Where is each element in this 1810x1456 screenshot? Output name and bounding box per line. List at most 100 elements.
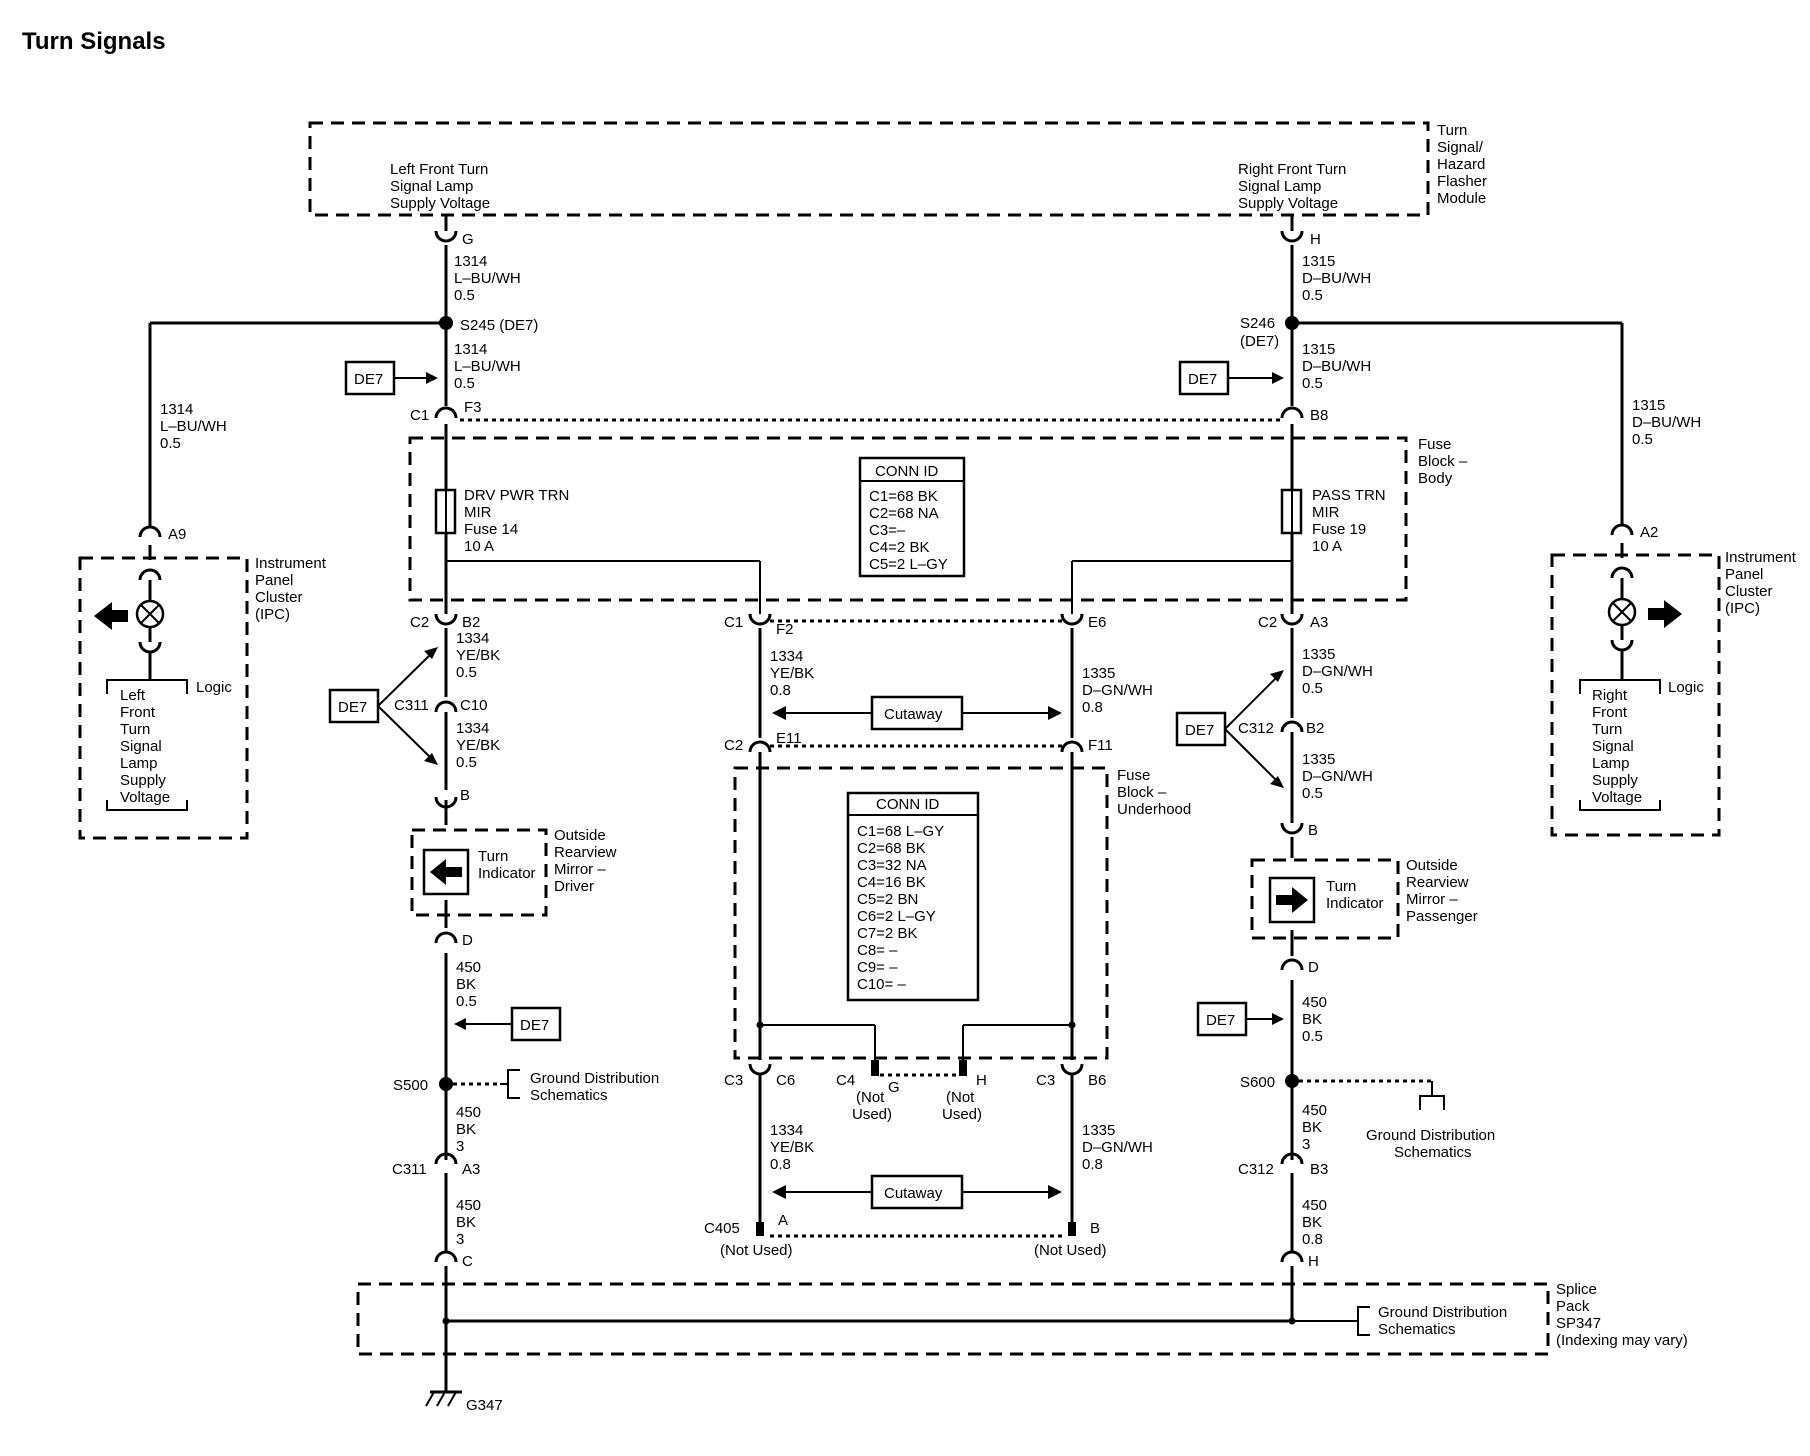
svg-text:Ground Distribution: Ground Distribution [530, 1070, 659, 1087]
svg-text:(DE7): (DE7) [1240, 333, 1279, 350]
svg-text:A3: A3 [1310, 614, 1328, 631]
splice-pack-box [356, 1282, 1550, 1356]
svg-text:1335: 1335 [1302, 751, 1335, 768]
junction-dot [1068, 1021, 1076, 1029]
svg-text:DE7: DE7 [354, 371, 383, 388]
svg-text:C5=2 L–GY: C5=2 L–GY [869, 556, 948, 573]
svg-text:1314: 1314 [454, 341, 487, 358]
wire-label-1335-d: 1335 D–GN/WH 0.8 [1082, 1122, 1153, 1173]
svg-text:D–GN/WH: D–GN/WH [1082, 682, 1153, 699]
svg-text:Right: Right [1592, 687, 1628, 704]
svg-text:DE7: DE7 [520, 1017, 549, 1034]
svg-text:0.5: 0.5 [160, 435, 181, 452]
svg-text:C3: C3 [1036, 1072, 1055, 1089]
svg-text:L–BU/WH: L–BU/WH [160, 418, 227, 435]
wire-label-1315-ipc: 1315 D–BU/WH 0.5 [1632, 397, 1701, 448]
svg-text:C: C [462, 1253, 473, 1270]
svg-text:C1=68 BK: C1=68 BK [869, 488, 938, 505]
wire-label-1335-a: 1335 D–GN/WH 0.5 [1302, 646, 1373, 697]
svg-text:F2: F2 [776, 621, 794, 638]
svg-text:0.8: 0.8 [770, 682, 791, 699]
svg-text:0.5: 0.5 [454, 375, 475, 392]
mirror-passenger-indicator-label: Turn Indicator [1326, 878, 1384, 912]
svg-text:Driver: Driver [554, 878, 594, 895]
svg-text:C2: C2 [410, 614, 429, 631]
svg-text:SP347: SP347 [1556, 1315, 1601, 1332]
fuse-block-underhood-label: Fuse Block – Underhood [1117, 767, 1191, 818]
svg-text:Schematics: Schematics [1378, 1321, 1456, 1338]
wire-label-1335-c: 1335 D–GN/WH 0.8 [1082, 665, 1153, 716]
wire-label-1315-b: 1315 D–BU/WH 0.5 [1302, 341, 1371, 392]
svg-text:H: H [976, 1072, 987, 1089]
wire-label-1315-a: 1315 D–BU/WH 0.5 [1302, 253, 1371, 304]
svg-text:1314: 1314 [160, 401, 193, 418]
svg-text:D–GN/WH: D–GN/WH [1082, 1139, 1153, 1156]
svg-text:450: 450 [1302, 994, 1327, 1011]
svg-text:Passenger: Passenger [1406, 908, 1478, 925]
svg-text:Mirror –: Mirror – [554, 861, 606, 878]
svg-text:C4=2 BK: C4=2 BK [869, 539, 929, 556]
svg-text:0.8: 0.8 [1082, 1156, 1103, 1173]
left-ipc-label: Instrument Panel Cluster (IPC) [255, 555, 327, 623]
svg-text:Voltage: Voltage [120, 789, 170, 806]
svg-text:1335: 1335 [1082, 665, 1115, 682]
conn-id-underhood-table: CONN ID C1=68 L–GY C2=68 BK C3=32 NA C4=… [846, 791, 980, 1002]
svg-text:A2: A2 [1640, 524, 1658, 541]
svg-text:1315: 1315 [1632, 397, 1665, 414]
svg-text:Block –: Block – [1117, 784, 1167, 801]
svg-text:450: 450 [456, 1104, 481, 1121]
wire-label-1334-d: 1334 YE/BK 0.8 [770, 1122, 814, 1173]
fuse19-to-e6-wire [1071, 560, 1292, 614]
svg-text:Turn: Turn [120, 721, 150, 738]
svg-text:C10: C10 [460, 697, 488, 714]
svg-text:E6: E6 [1088, 614, 1106, 631]
wire-label-1314-b: 1314 L–BU/WH 0.5 [454, 341, 521, 392]
wire-label-1334-a: 1334 YE/BK 0.5 [456, 630, 500, 681]
svg-text:Used): Used) [942, 1106, 982, 1123]
svg-text:Left: Left [120, 687, 146, 704]
svg-text:3: 3 [456, 1231, 464, 1248]
svg-text:C8= –: C8= – [857, 942, 898, 959]
svg-text:DRV PWR TRN: DRV PWR TRN [464, 487, 569, 504]
svg-text:1334: 1334 [770, 1122, 803, 1139]
svg-text:H: H [1310, 231, 1321, 248]
ground-dist-bracket-right [1419, 1081, 1445, 1110]
svg-text:Block –: Block – [1418, 453, 1468, 470]
left-supply-label: Left Front Turn Signal Lamp Supply Volta… [390, 161, 490, 212]
svg-text:C3: C3 [724, 1072, 743, 1089]
svg-text:0.8: 0.8 [1082, 699, 1103, 716]
ground-g347-label: G347 [466, 1397, 503, 1414]
svg-text:(Not Used): (Not Used) [720, 1242, 793, 1259]
fuse-14-symbol [434, 488, 457, 535]
svg-text:(Not Used): (Not Used) [1034, 1242, 1107, 1259]
mirror-passenger-box [1250, 858, 1400, 940]
svg-text:C405: C405 [704, 1220, 740, 1237]
wire-label-450-l3: 450 BK 3 [456, 1197, 481, 1248]
svg-text:Fuse: Fuse [1117, 767, 1150, 784]
svg-text:Supply: Supply [120, 772, 166, 789]
svg-text:C4=16 BK: C4=16 BK [857, 874, 926, 891]
fuse-block-underhood-box [733, 766, 1109, 1060]
svg-text:Cluster: Cluster [1725, 583, 1773, 600]
svg-text:D: D [1308, 959, 1319, 976]
wire-label-450-r1: 450 BK 0.5 [1302, 994, 1327, 1045]
right-ipc-feed-wire [1292, 321, 1624, 525]
svg-text:D–BU/WH: D–BU/WH [1302, 270, 1371, 287]
svg-text:PASS TRN: PASS TRN [1312, 487, 1386, 504]
svg-text:C312: C312 [1238, 720, 1274, 737]
svg-text:Flasher: Flasher [1437, 173, 1487, 190]
ground-dist-label-bottom: Ground Distribution Schematics [1378, 1304, 1507, 1338]
svg-text:3: 3 [1302, 1136, 1310, 1153]
fuse-19-label: PASS TRN MIR Fuse 19 10 A [1312, 487, 1386, 555]
svg-text:0.5: 0.5 [456, 664, 477, 681]
svg-text:C9= –: C9= – [857, 959, 898, 976]
right-ipc-label: Instrument Panel Cluster (IPC) [1725, 549, 1797, 617]
svg-text:450: 450 [456, 959, 481, 976]
svg-text:Panel: Panel [255, 572, 293, 589]
svg-text:YE/BK: YE/BK [770, 665, 814, 682]
svg-text:A3: A3 [462, 1161, 480, 1178]
svg-text:Body: Body [1418, 470, 1453, 487]
svg-text:MIR: MIR [464, 504, 492, 521]
svg-text:1334: 1334 [456, 630, 489, 647]
svg-text:BK: BK [1302, 1011, 1322, 1028]
